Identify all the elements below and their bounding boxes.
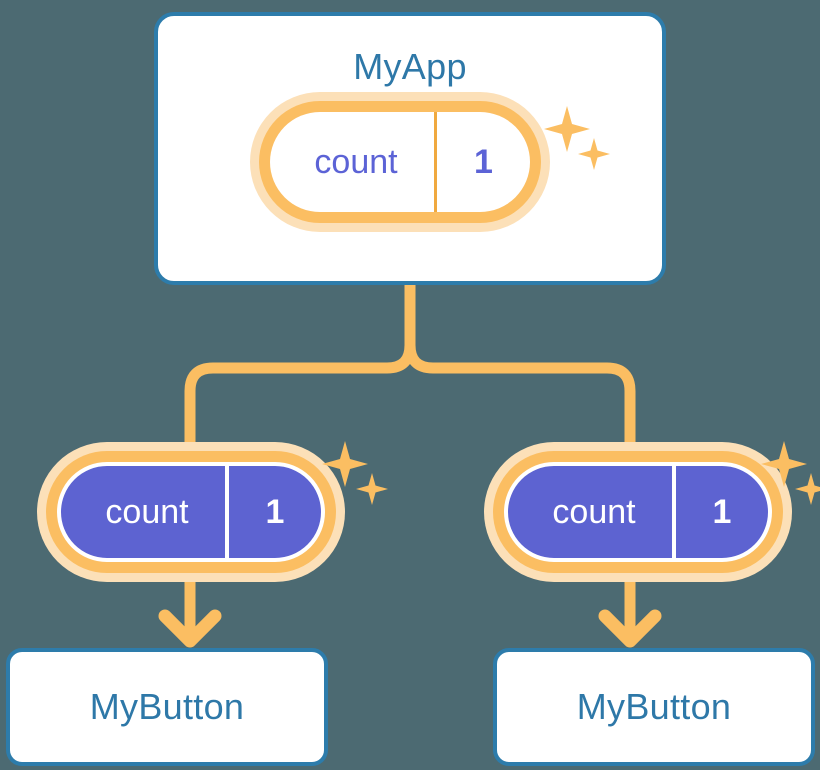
signal-value: 1 <box>672 466 768 558</box>
signal-pill-child-2[interactable]: count 1 <box>493 451 783 573</box>
signal-pill-body[interactable]: count 1 <box>493 451 783 573</box>
arrow-down-icon-left <box>158 609 222 648</box>
signal-pill-app[interactable]: count 1 <box>259 101 541 223</box>
signal-pill-child-1[interactable]: count 1 <box>46 451 336 573</box>
signal-key: count <box>314 142 398 181</box>
signal-pill-inner: count 1 <box>57 462 325 562</box>
connector-branch-right <box>404 344 636 455</box>
signal-value: 1 <box>434 112 530 212</box>
signal-pill-inner: count 1 <box>504 462 772 562</box>
mybutton-label: MyButton <box>576 686 732 727</box>
signal-pill-inner: count 1 <box>270 112 530 212</box>
signal-key: count <box>105 492 189 531</box>
page-title: MyApp <box>353 46 467 87</box>
mybutton-card-1[interactable]: MyButton <box>6 648 328 766</box>
connector-branch-left <box>184 344 416 455</box>
mybutton-card-2[interactable]: MyButton <box>493 648 815 766</box>
signal-value: 1 <box>225 466 321 558</box>
signal-pill-body[interactable]: count 1 <box>259 101 541 223</box>
mybutton-label: MyButton <box>89 686 245 727</box>
signal-key: count <box>552 492 636 531</box>
arrow-down-icon-right <box>598 609 662 648</box>
signal-pill-body[interactable]: count 1 <box>46 451 336 573</box>
